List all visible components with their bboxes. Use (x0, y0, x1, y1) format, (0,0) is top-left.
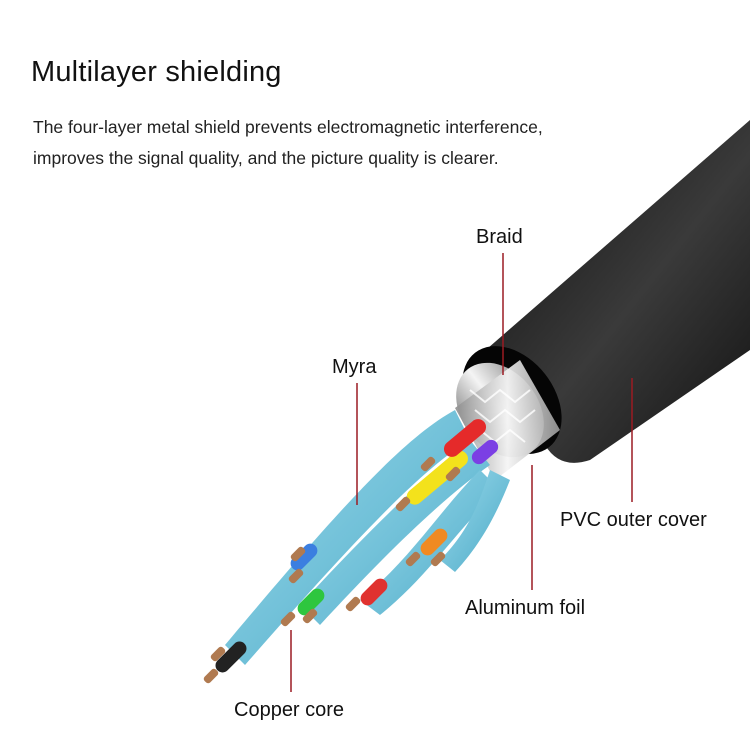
wire-yellow (406, 450, 468, 505)
callout-pvc-outer-cover: PVC outer cover (560, 509, 707, 531)
wire-red-2 (360, 578, 388, 606)
wire-green (297, 588, 325, 616)
description-line-1: The four-layer metal shield prevents ele… (33, 117, 543, 137)
leader-lines (290, 253, 633, 692)
callout-copper-core: Copper core (234, 699, 345, 721)
wire-orange (420, 528, 448, 556)
wire-black (215, 641, 247, 673)
wire-red (443, 419, 487, 457)
myra-wrapped-pairs (225, 410, 510, 665)
description: The four-layer metal shield prevents ele… (33, 112, 673, 174)
description-line-2: improves the signal quality, and the pic… (33, 148, 499, 168)
page-title: Multilayer shielding (31, 56, 282, 88)
wire-blue (290, 543, 318, 571)
callout-braid: Braid (476, 226, 523, 248)
callout-aluminum-foil: Aluminum foil (465, 597, 586, 619)
inner-wires (215, 419, 499, 673)
copper-cores (203, 456, 461, 684)
callout-myra: Myra (332, 356, 377, 378)
wire-purple (471, 439, 499, 465)
